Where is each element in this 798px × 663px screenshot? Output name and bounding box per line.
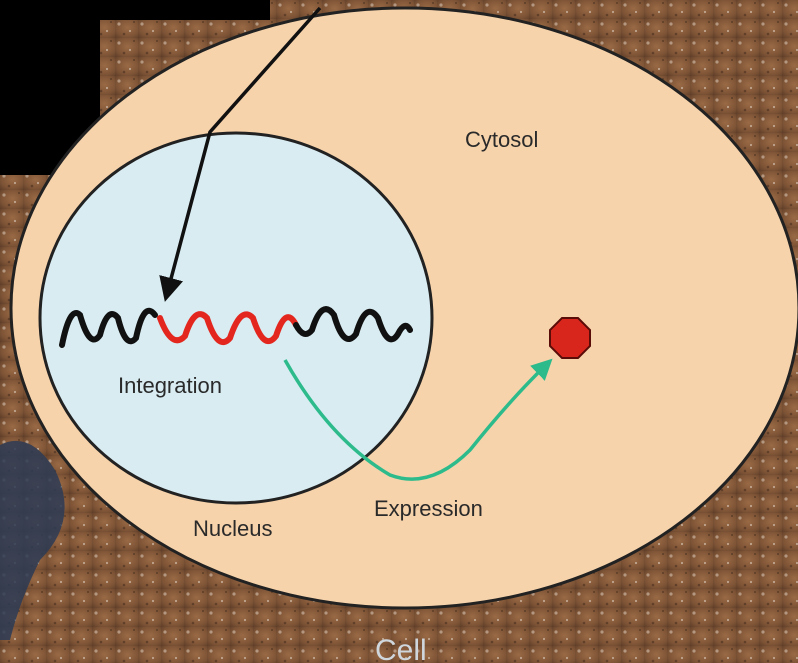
nucleus-label: Nucleus [193, 516, 272, 541]
cell-label: Cell [375, 634, 427, 663]
cytosol-label: Cytosol [465, 127, 538, 152]
expression-label: Expression [374, 496, 483, 521]
protein-product [550, 318, 590, 358]
integration-label: Integration [118, 373, 222, 398]
